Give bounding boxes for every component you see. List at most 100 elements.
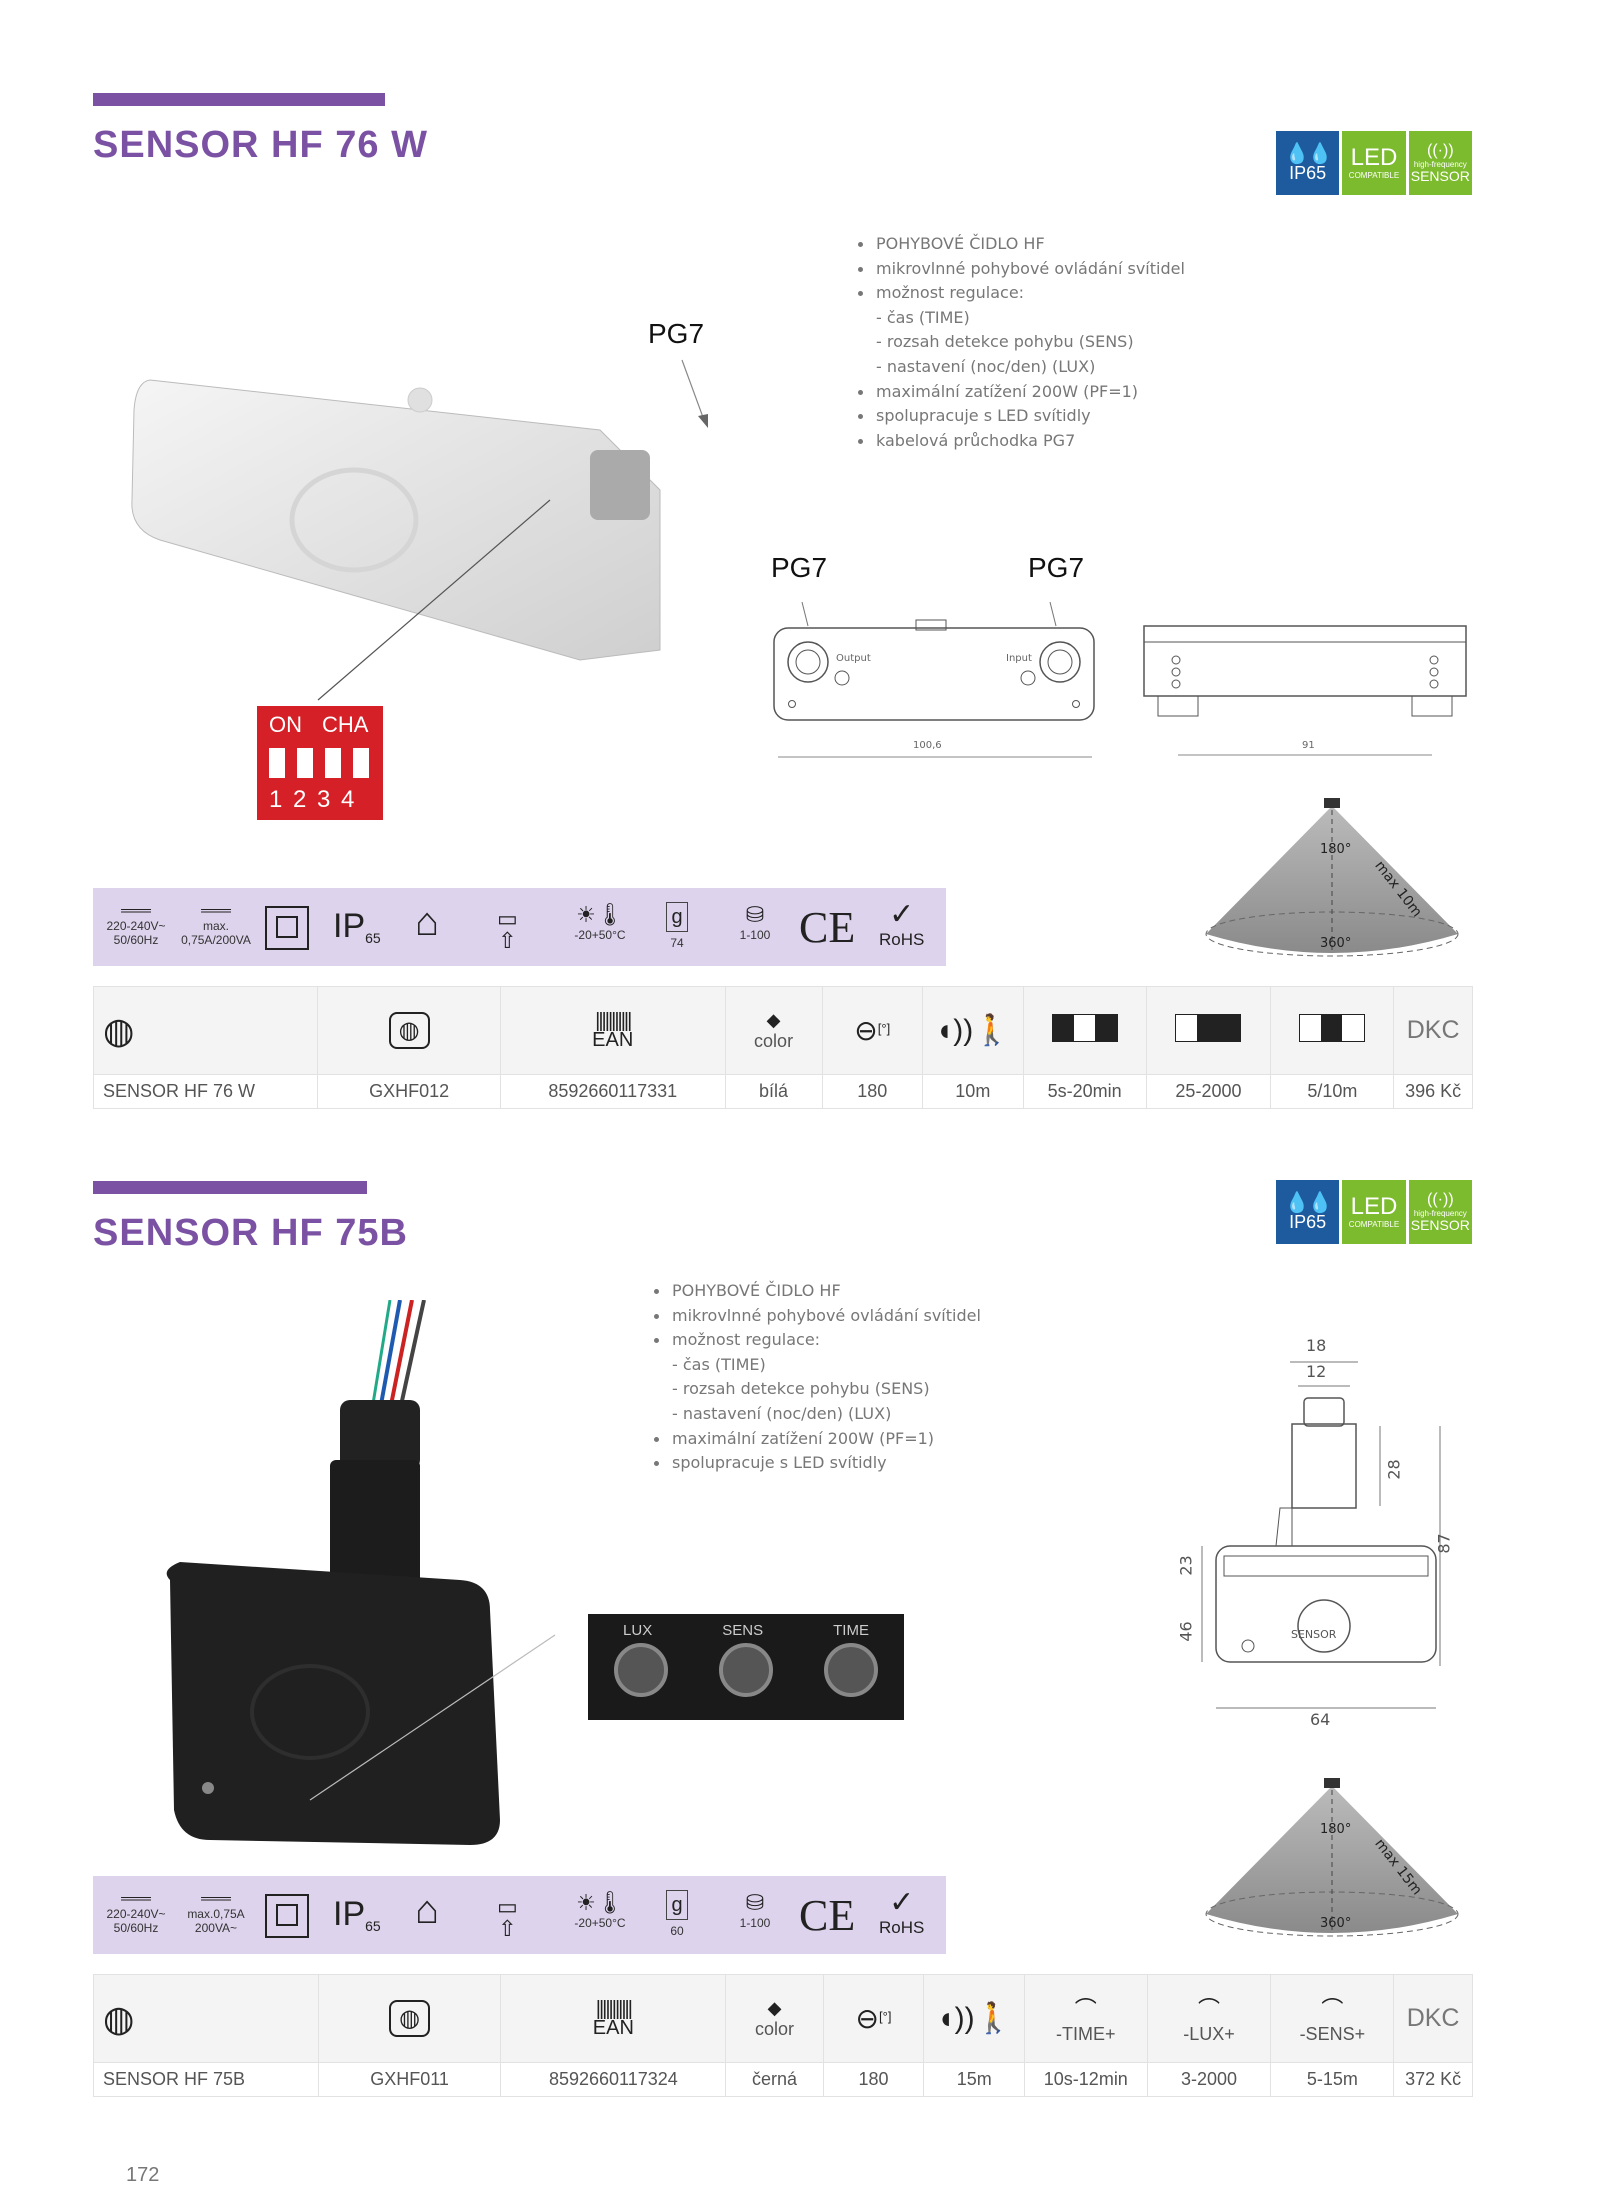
- ce-mark-icon: CE: [799, 1891, 856, 1940]
- feature-item: - rozsah detekce pohybu (SENS): [876, 332, 1134, 352]
- header-cell: [1270, 986, 1395, 1075]
- dim-18: 18: [1306, 1336, 1327, 1355]
- table-cell: 180: [822, 2062, 925, 2097]
- feature-item: POHYBOVÉ ČIDLO HF: [650, 1279, 981, 1304]
- rain-icon: 💧💧: [1284, 143, 1333, 165]
- table-cell: 25-2000: [1145, 1074, 1272, 1109]
- sensor-label: SENSOR: [1291, 1628, 1337, 1641]
- detection-cone-76w: [1205, 798, 1459, 957]
- header-cell: ◖))🚶: [923, 1974, 1026, 2063]
- led-compatible-badge: LED COMPATIBLE: [1342, 131, 1406, 195]
- dim-46: 46: [1176, 1621, 1196, 1642]
- header-cell: ◖))🚶: [922, 986, 1024, 1075]
- header-cell: [1145, 986, 1272, 1075]
- feature-item: - čas (TIME): [672, 1354, 766, 1374]
- mounting-icon: ▭⇧: [497, 906, 518, 953]
- cone-76w-180-label: 180°: [1320, 842, 1352, 857]
- table-cell: 396 Kč: [1393, 1074, 1473, 1109]
- table-cell: SENSOR HF 76 W: [92, 1074, 319, 1109]
- section1-accent-bar: [93, 93, 385, 106]
- feature-item: spolupracuje s LED svítidly: [650, 1451, 981, 1476]
- product-code-icon: ◍: [388, 1012, 430, 1049]
- color-icon: ◆color: [755, 1997, 795, 2039]
- cone-76w-360-label: 360°: [1320, 936, 1352, 951]
- table-cell: černá: [725, 2062, 824, 2097]
- temperature-icon: ☀🌡-20+50°C: [574, 902, 626, 943]
- table-cell: 372 Kč: [1393, 2062, 1473, 2097]
- knob-label: TIME: [833, 1622, 869, 1639]
- technical-drawing-front: [773, 601, 1095, 758]
- mounting-icon: ▭⇧: [497, 1894, 518, 1941]
- header-cell: ◍: [317, 986, 501, 1075]
- detection-range-icon: ◖))🚶: [936, 2002, 1012, 2035]
- dip-switch-time-icon: [1051, 1014, 1118, 1042]
- header-cell: ◍: [92, 986, 319, 1075]
- control-knobs-photo: LUX SENS TIME: [588, 1614, 904, 1720]
- dip-switch-photo: ON CHA 1 2 3 4: [257, 706, 383, 820]
- header-cell: ⌒-TIME+: [1024, 1974, 1148, 2063]
- detection-angle-icon: ⊖[°]: [855, 2003, 892, 2034]
- feature-item: maximální zatížení 200W (PF=1): [854, 380, 1185, 405]
- package-icon: ⛁1-100: [739, 902, 771, 943]
- header-cell: |||||||||||EAN: [500, 1974, 727, 2063]
- header-cell: DKC: [1393, 1974, 1473, 2063]
- knob-label: LUX: [623, 1622, 653, 1639]
- rohs-icon: ✓RoHS: [879, 898, 925, 950]
- sensor-76w-photo: [131, 379, 661, 701]
- feature-item: možnost regulace:: [650, 1328, 981, 1353]
- knob-icon: [824, 1643, 879, 1697]
- barcode-icon: |||||||||||EAN: [592, 1009, 634, 1051]
- temperature-icon: ☀🌡-20+50°C: [574, 1890, 626, 1931]
- knob-label: SENS: [722, 1622, 764, 1639]
- lamp-icon: ◍: [103, 1009, 135, 1051]
- lamp-icon: ◍: [103, 1997, 135, 2039]
- table-cell: 10m: [922, 1074, 1024, 1109]
- dim-12: 12: [1306, 1362, 1327, 1381]
- time-knob-icon: ⌒-TIME+: [1056, 1997, 1116, 2044]
- feature-item: - rozsah detekce pohybu (SENS): [672, 1379, 930, 1399]
- pg7-label-right: PG7: [1028, 552, 1085, 583]
- table-cell: 180: [821, 1074, 923, 1109]
- header-cell: |||||||||||EAN: [499, 986, 726, 1075]
- barcode-icon: |||||||||||EAN: [592, 1997, 634, 2039]
- feature-item: - čas (TIME): [876, 307, 970, 327]
- header-cell: [1022, 986, 1147, 1075]
- table-cell: 5/10m: [1270, 1074, 1395, 1109]
- pg7-label-left: PG7: [771, 552, 828, 583]
- dim-64: 64: [1310, 1710, 1331, 1729]
- table-cell: SENSOR HF 75B: [93, 2062, 319, 2097]
- table-cell: 8592660117331: [499, 1074, 726, 1109]
- voltage-icon: ═══220-240V~50/60Hz: [106, 1890, 166, 1936]
- feature-item: možnost regulace:: [854, 281, 1185, 306]
- cone-75b-180-label: 180°: [1320, 1822, 1352, 1837]
- ip65-badge: 💧💧 IP65: [1276, 1180, 1340, 1244]
- header-cell: ⊖[°]: [821, 986, 923, 1075]
- technical-drawing-side: [1143, 625, 1467, 756]
- protection-class-icon: [265, 1894, 309, 1938]
- hf-sensor-badge: ((·)) high-frequency SENSOR: [1408, 1180, 1472, 1244]
- antenna-icon: ((·)): [1427, 142, 1454, 159]
- feature-item: - nastavení (noc/den) (LUX): [672, 1403, 892, 1423]
- dim-23: 23: [1176, 1555, 1196, 1576]
- header-cell: ◍: [93, 1974, 319, 2063]
- hf-sensor-badge: ((·)) high-frequency SENSOR: [1408, 131, 1472, 195]
- lux-knob-icon: ⌒-LUX+: [1183, 1997, 1235, 2044]
- detection-cone-75b: [1205, 1778, 1459, 1937]
- feature-item: POHYBOVÉ ČIDLO HF: [854, 232, 1185, 257]
- drawing-output-label: Output: [836, 653, 871, 664]
- feature-item: spolupracuje s LED svítidly: [854, 404, 1185, 429]
- table-cell: GXHF011: [317, 2062, 502, 2097]
- drawing-width-dim: 100,6: [913, 740, 942, 751]
- section2-title: SENSOR HF 75B: [93, 1212, 408, 1254]
- header-cell: ◍: [317, 1974, 502, 2063]
- section1-title: SENSOR HF 76 W: [93, 124, 428, 166]
- section2-accent-bar: [93, 1181, 367, 1194]
- table-cell: 10s-12min: [1024, 2062, 1148, 2097]
